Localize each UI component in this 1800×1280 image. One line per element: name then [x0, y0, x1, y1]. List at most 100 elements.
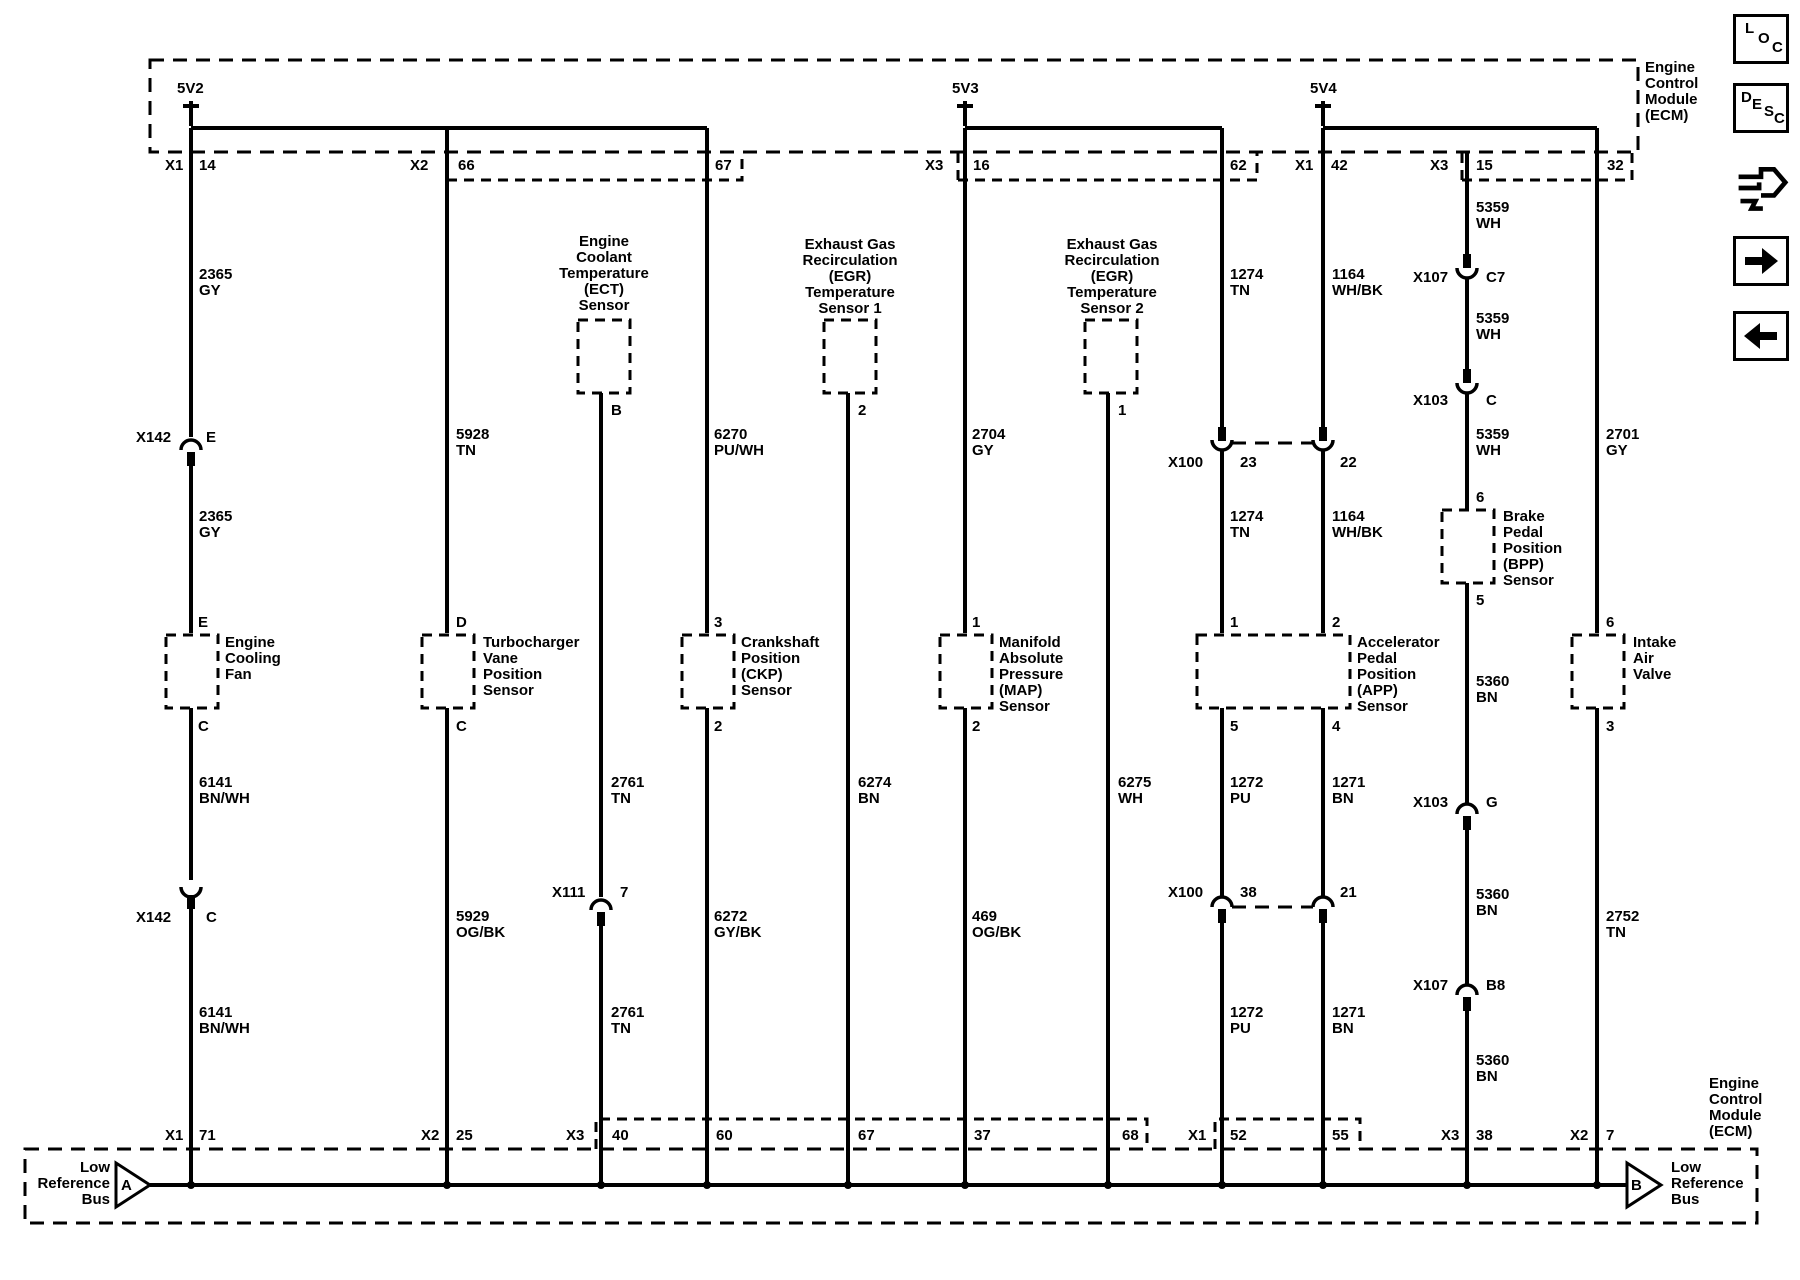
svg-text:5359: 5359	[1476, 310, 1509, 327]
svg-text:C: C	[1486, 392, 1497, 409]
ckp-sensor	[680, 633, 736, 710]
svg-text:(ECM): (ECM)	[1645, 107, 1688, 124]
svg-text:6141: 6141	[199, 1004, 232, 1021]
svg-text:(MAP): (MAP)	[999, 682, 1042, 699]
svg-text:E: E	[198, 614, 208, 631]
svg-text:B8: B8	[1486, 977, 1505, 994]
svg-text:X1: X1	[1188, 1127, 1206, 1144]
location-button[interactable]: L O C	[1733, 14, 1789, 64]
svg-text:4: 4	[1332, 718, 1341, 735]
svg-text:WH: WH	[1476, 215, 1501, 232]
svg-text:Manifold: Manifold	[999, 634, 1061, 651]
svg-text:BN: BN	[1332, 790, 1354, 807]
arrow-right-icon	[1745, 248, 1778, 274]
svg-text:TN: TN	[1606, 924, 1626, 941]
svg-text:Cooling: Cooling	[225, 650, 281, 667]
svg-text:Position: Position	[483, 666, 542, 683]
svg-text:BN: BN	[1476, 902, 1498, 919]
svg-text:2701: 2701	[1606, 426, 1639, 443]
arrow-left-icon	[1744, 323, 1777, 349]
svg-text:Sensor: Sensor	[741, 682, 792, 699]
supply-5v3: 5V3	[952, 80, 979, 97]
svg-text:52: 52	[1230, 1127, 1247, 1144]
svg-text:2752: 2752	[1606, 908, 1639, 925]
svg-text:66: 66	[458, 157, 475, 174]
svg-text:Pedal: Pedal	[1357, 650, 1397, 667]
inline-connector-labels: X142 E X142 C X111 7 X100 23 22 X100 38 …	[136, 269, 1505, 994]
svg-text:C: C	[456, 718, 467, 735]
svg-text:60: 60	[716, 1127, 733, 1144]
svg-text:(APP): (APP)	[1357, 682, 1398, 699]
svg-text:(CKP): (CKP)	[741, 666, 783, 683]
svg-text:Reference: Reference	[1671, 1175, 1744, 1192]
svg-text:Module: Module	[1709, 1107, 1762, 1124]
svg-text:25: 25	[456, 1127, 473, 1144]
svg-text:Air: Air	[1633, 650, 1654, 667]
svg-text:6270: 6270	[714, 426, 747, 443]
svg-text:21: 21	[1340, 884, 1357, 901]
svg-text:Sensor: Sensor	[1357, 698, 1408, 715]
svg-text:5360: 5360	[1476, 886, 1509, 903]
svg-text:Sensor 2: Sensor 2	[1080, 300, 1143, 317]
svg-text:Position: Position	[741, 650, 800, 667]
svg-text:D: D	[456, 614, 467, 631]
svg-text:WH: WH	[1118, 790, 1143, 807]
supply-5v4: 5V4	[1310, 80, 1337, 97]
svg-text:A: A	[121, 1177, 132, 1194]
svg-text:Exhaust Gas: Exhaust Gas	[805, 236, 896, 253]
bottom-connector-labels: X1 71 X2 25 X3 40 60 67 37 68 X1 52 55 X…	[165, 1127, 1614, 1144]
svg-text:C7: C7	[1486, 269, 1505, 286]
svg-text:1271: 1271	[1332, 1004, 1365, 1021]
svg-text:2761: 2761	[611, 774, 644, 791]
svg-text:Absolute: Absolute	[999, 650, 1063, 667]
svg-text:Intake: Intake	[1633, 634, 1676, 651]
svg-text:6275: 6275	[1118, 774, 1151, 791]
svg-text:C: C	[206, 909, 217, 926]
svg-text:C: C	[198, 718, 209, 735]
description-button[interactable]: D E S C	[1733, 83, 1789, 133]
svg-text:TN: TN	[456, 442, 476, 459]
svg-text:2: 2	[972, 718, 980, 735]
svg-text:5360: 5360	[1476, 673, 1509, 690]
svg-text:X142: X142	[136, 429, 171, 446]
connector-end-view-icon[interactable]	[1733, 160, 1789, 216]
svg-text:1164: 1164	[1332, 266, 1365, 283]
svg-text:22: 22	[1340, 454, 1357, 471]
svg-text:(ECT): (ECT)	[584, 281, 624, 298]
svg-text:TN: TN	[1230, 524, 1250, 541]
turbocharger-vane-position-sensor	[420, 633, 476, 710]
svg-text:G: G	[1486, 794, 1498, 811]
svg-text:6: 6	[1476, 489, 1484, 506]
svg-text:BN/WH: BN/WH	[199, 790, 250, 807]
svg-text:5928: 5928	[456, 426, 489, 443]
svg-text:X3: X3	[1430, 157, 1448, 174]
svg-text:Pressure: Pressure	[999, 666, 1063, 683]
svg-text:14: 14	[199, 157, 216, 174]
svg-text:X107: X107	[1413, 977, 1448, 994]
svg-text:B: B	[611, 402, 622, 419]
svg-text:15: 15	[1476, 157, 1493, 174]
svg-text:Bus: Bus	[1671, 1191, 1699, 1208]
svg-text:OG/BK: OG/BK	[456, 924, 505, 941]
next-page-button[interactable]	[1733, 236, 1789, 286]
svg-text:BN: BN	[1476, 689, 1498, 706]
svg-text:2761: 2761	[611, 1004, 644, 1021]
previous-page-button[interactable]	[1733, 311, 1789, 361]
svg-text:X2: X2	[421, 1127, 439, 1144]
svg-text:1: 1	[1118, 402, 1126, 419]
svg-text:71: 71	[199, 1127, 216, 1144]
svg-text:Sensor: Sensor	[1503, 572, 1554, 589]
svg-text:TN: TN	[611, 1020, 631, 1037]
svg-text:GY: GY	[972, 442, 994, 459]
svg-text:5: 5	[1476, 592, 1484, 609]
svg-text:Control: Control	[1709, 1091, 1762, 1108]
svg-text:X2: X2	[1570, 1127, 1588, 1144]
svg-text:68: 68	[1122, 1127, 1139, 1144]
svg-text:Module: Module	[1645, 91, 1698, 108]
svg-text:Turbocharger: Turbocharger	[483, 634, 580, 651]
svg-text:B: B	[1631, 1177, 1642, 1194]
svg-text:42: 42	[1331, 157, 1348, 174]
svg-text:WH: WH	[1476, 326, 1501, 343]
